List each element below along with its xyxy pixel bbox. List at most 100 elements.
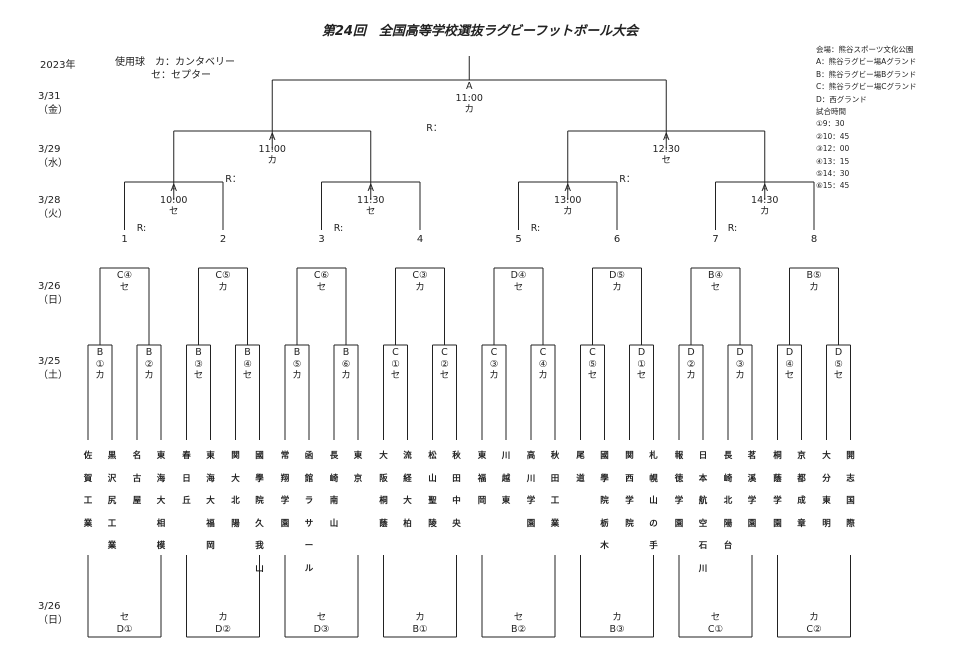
round2-match: C④ セ [116, 270, 133, 293]
round2-match: C③ カ [412, 270, 428, 293]
result-label: R: [333, 223, 344, 234]
round1-match: D ④ セ [784, 347, 795, 381]
team-name: 東 京 [353, 451, 363, 484]
result-label: R： [225, 174, 242, 185]
team-name: 國 學 院 栃 木 [600, 451, 609, 551]
team-name: 長 崎 北 陽 台 [723, 451, 733, 551]
ball-line-2: セ：セプター [151, 70, 211, 81]
round1-match: C ① セ [390, 347, 401, 381]
legend-item: C：熊谷ラグビー場Cグランド [816, 82, 917, 92]
team-name: 黒 沢 尻 工 業 [107, 451, 117, 551]
round1-match: B ⑥ カ [341, 347, 351, 381]
team-name: 高 川 学 園 [526, 451, 536, 529]
consolation-match: セ D③ [313, 612, 330, 635]
semifinal-match: A 11:00 カ [258, 132, 286, 166]
team-name: 関 西 学 院 [625, 451, 634, 529]
slot-number: 7 [712, 234, 719, 245]
result-label: R： [619, 174, 636, 185]
team-name: 茗 溪 学 園 [747, 451, 757, 529]
round1-match: D ② カ [686, 347, 696, 381]
legend-item: A：熊谷ラグビー場Aグランド [816, 57, 917, 67]
team-name: 桐 蔭 学 園 [773, 451, 782, 529]
year-label: 2023年 [40, 60, 76, 71]
date-label: 3/26 （日） [38, 601, 68, 626]
legend-item: B：熊谷ラグビー場Bグランド [816, 69, 917, 79]
consolation-match: カ D② [215, 612, 231, 635]
round2-match: D⑤ カ [609, 270, 625, 293]
round1-match: C ③ カ [489, 347, 499, 381]
legend: 会場：熊谷スポーツ文化公園 A：熊谷ラグビー場Aグランド B：熊谷ラグビー場Bグラン… [816, 44, 916, 193]
team-name: 大 分 東 明 [822, 451, 831, 529]
final-match: A 11:00 カ [455, 81, 483, 115]
result-label: R: [727, 223, 738, 234]
slot-number: 3 [318, 234, 325, 245]
date-label: 3/29 （水） [38, 144, 68, 169]
team-name: 常 翔 学 園 [280, 451, 290, 529]
legend-item: ②10：45 [816, 131, 850, 141]
slot-number: 2 [219, 234, 227, 245]
round2-match: C⑥ セ [313, 270, 330, 293]
round1-match: C ② セ [439, 347, 450, 381]
quarterfinal-match: A 11:30 セ [357, 183, 385, 217]
consolation-match: セ B② [510, 612, 527, 635]
ball-info: 使用球 カ：カンタベリー セ：セプター [115, 56, 235, 82]
team-name: 佐 賀 工 業 [83, 451, 93, 529]
slot-number: 6 [613, 234, 621, 245]
consolation-match: セ D① [116, 612, 133, 635]
round1-match: D ③ カ [735, 347, 745, 381]
legend-item: 会場：熊谷スポーツ文化公園 [816, 45, 914, 54]
result-label: R: [136, 223, 147, 234]
slot-number: 8 [810, 234, 818, 245]
result-label: R: [530, 223, 541, 234]
round1-match: B ③ セ [193, 347, 204, 381]
team-name: 秋 田 工 業 [550, 451, 560, 529]
consolation-match: カ B③ [609, 612, 625, 635]
legend-item: ⑤14：30 [816, 169, 850, 179]
semifinal-match: A 12:30 セ [652, 132, 680, 166]
team-name: 京 都 成 章 [797, 451, 806, 529]
team-name: 日 本 航 空 石 川 [698, 451, 708, 574]
team-name: 大 阪 桐 蔭 [379, 451, 388, 529]
legend-item: 試合時間 [816, 107, 846, 117]
team-name: 春 日 丘 [182, 451, 191, 506]
round2-match: C⑤ カ [215, 270, 231, 293]
consolation-match: セ C① [707, 612, 724, 635]
date-label: 3/25 （土） [38, 356, 68, 381]
team-name: 川 越 東 [501, 451, 511, 506]
team-name: 名 古 屋 [132, 451, 142, 506]
team-name: 函 館 ラ サ ー ル [304, 451, 314, 574]
team-name: 秋 田 中 央 [452, 451, 461, 529]
team-name: 関 大 北 陽 [231, 451, 240, 529]
quarterfinal-match: A 14:30 カ [751, 183, 779, 217]
round2-match: D④ セ [510, 270, 527, 293]
team-name: 報 徳 学 園 [674, 451, 684, 529]
date-label: 3/28 （火） [38, 195, 68, 220]
round1-match: C ⑤ セ [587, 347, 598, 381]
round1-match: B ④ セ [242, 347, 253, 381]
result-label: R： [426, 123, 443, 134]
date-label: 3/31 （金） [38, 91, 68, 116]
round1-match: B ② カ [144, 347, 154, 381]
team-name: 東 海 大 福 岡 [206, 451, 215, 551]
team-name: 松 山 聖 陵 [428, 451, 437, 529]
slot-number: 5 [515, 234, 522, 245]
round1-match: C ④ カ [538, 347, 548, 381]
legend-item: ③12：00 [816, 144, 850, 154]
round1-match: B ① カ [95, 347, 105, 381]
round1-match: B ⑤ カ [292, 347, 302, 381]
team-name: 札 幌 山 の 手 [649, 451, 658, 551]
quarterfinal-match: A 10:00 セ [160, 183, 188, 217]
consolation-match: カ C② [806, 612, 822, 635]
page-title: 第24回 全国高等学校選抜ラグビーフットボール大会 [321, 24, 639, 39]
date-label: 3/26 （日） [38, 281, 68, 306]
round2-match: B⑤ カ [806, 270, 822, 293]
legend-item: ⑥15：45 [816, 181, 850, 191]
team-name: 東 福 岡 [477, 451, 487, 506]
round1-match: D ⑤ セ [833, 347, 844, 381]
team-name: 流 経 大 柏 [403, 451, 412, 529]
team-name: 尾 道 [576, 451, 585, 484]
slot-number: 4 [416, 234, 424, 245]
team-name: 國 學 院 久 我 山 [255, 451, 264, 574]
legend-item: ④13：15 [816, 156, 850, 166]
